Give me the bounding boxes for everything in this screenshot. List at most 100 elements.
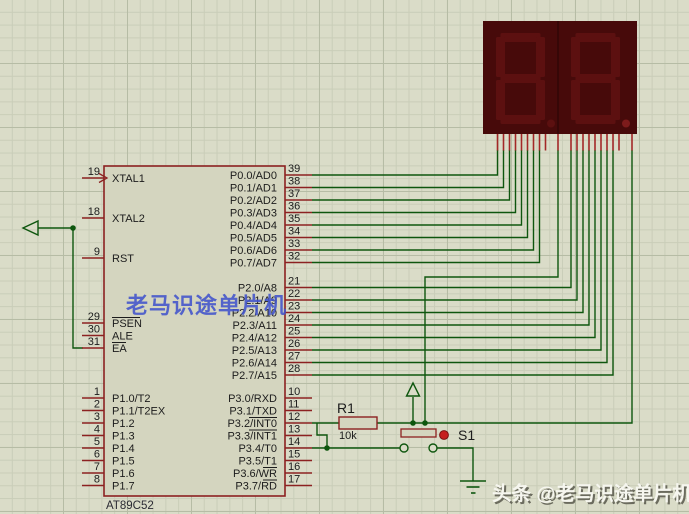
button-terminal-left[interactable] bbox=[399, 443, 409, 453]
pin-label-25: P2.4/A12 bbox=[232, 333, 277, 345]
pin-label-28: P2.7/A15 bbox=[232, 370, 277, 382]
push-button-s1[interactable]: S1 bbox=[399, 427, 475, 453]
mcu-part-number: AT89C52 bbox=[106, 500, 154, 512]
wire-8[interactable] bbox=[312, 150, 572, 289]
pin-label-38: P0.1/AD1 bbox=[230, 183, 277, 195]
pin-number-35: 35 bbox=[288, 213, 300, 225]
digit2-segment bbox=[571, 80, 580, 120]
pin-number-14: 14 bbox=[288, 436, 300, 448]
wire-11[interactable] bbox=[312, 150, 590, 326]
seven-segment-display[interactable] bbox=[483, 21, 637, 151]
wire-1[interactable] bbox=[312, 150, 505, 189]
pin-number-23: 23 bbox=[288, 301, 300, 313]
digit2-segment bbox=[575, 115, 616, 124]
wire-10[interactable] bbox=[312, 150, 584, 314]
pin-number-13: 13 bbox=[288, 424, 300, 436]
wire-3[interactable] bbox=[312, 150, 517, 214]
pin-label-39: P0.0/AD0 bbox=[230, 170, 277, 182]
digit1-decimal-point bbox=[547, 119, 555, 128]
wire-12[interactable] bbox=[312, 150, 596, 339]
pin-label-22: P2.1/A9 bbox=[238, 295, 277, 307]
pin-number-5: 5 bbox=[94, 436, 100, 448]
wire-18[interactable] bbox=[316, 423, 328, 448]
pin-number-17: 17 bbox=[288, 474, 300, 486]
pin-number-19: 19 bbox=[88, 166, 100, 178]
pin-number-24: 24 bbox=[288, 313, 300, 325]
wire-16[interactable] bbox=[38, 227, 83, 349]
wire-9[interactable] bbox=[312, 150, 578, 301]
pin-label-6: P1.5 bbox=[112, 456, 135, 468]
wire-2[interactable] bbox=[312, 150, 511, 201]
display-segments bbox=[496, 33, 630, 128]
pin-label-30: ALE bbox=[112, 331, 133, 343]
power-terminal-icon[interactable] bbox=[405, 381, 421, 397]
wire-13[interactable] bbox=[312, 150, 602, 351]
resistor-body[interactable] bbox=[338, 416, 378, 430]
pin-label-13: P3.3/INT1 bbox=[227, 431, 277, 443]
pin-number-22: 22 bbox=[288, 288, 300, 300]
junction-dot bbox=[70, 225, 76, 231]
wire-0[interactable] bbox=[312, 150, 499, 176]
wire-20[interactable] bbox=[437, 447, 474, 481]
button-plate[interactable] bbox=[400, 428, 437, 438]
resistor-r1[interactable]: R1 10k bbox=[337, 400, 378, 442]
pin-8: 8P1.7 bbox=[82, 474, 135, 493]
wire-7[interactable] bbox=[312, 150, 541, 264]
pin-label-14: P3.4/T0 bbox=[238, 443, 277, 455]
wire-6[interactable] bbox=[312, 150, 535, 251]
digit1-segment bbox=[536, 37, 545, 77]
pin-label-2: P1.1/T2EX bbox=[112, 406, 166, 418]
wire-21[interactable] bbox=[377, 150, 633, 424]
button-actuator-dot[interactable] bbox=[439, 430, 449, 440]
pin-number-26: 26 bbox=[288, 338, 300, 350]
ea-terminal-icon[interactable] bbox=[21, 219, 39, 237]
pin-number-12: 12 bbox=[288, 411, 300, 423]
pin-number-7: 7 bbox=[94, 461, 100, 473]
wire-14[interactable] bbox=[312, 150, 608, 364]
pin-label-31: EA bbox=[112, 343, 127, 355]
digit1-segment bbox=[500, 33, 541, 42]
pin-6: 6P1.5 bbox=[82, 449, 135, 468]
pins-layer: 19XTAL118XTAL29RST29PSEN30ALE31EA1P1.0/T… bbox=[82, 163, 312, 493]
pin-number-8: 8 bbox=[94, 474, 100, 486]
pin-number-28: 28 bbox=[288, 363, 300, 375]
pin-label-35: P0.4/AD4 bbox=[230, 220, 277, 232]
pin-label-24: P2.3/A11 bbox=[233, 320, 277, 332]
display-pins bbox=[496, 134, 633, 151]
digit1-segment bbox=[536, 80, 545, 120]
ground-symbol-icon[interactable] bbox=[460, 480, 486, 494]
mcu-body[interactable] bbox=[103, 165, 286, 497]
footer-watermark-shadow: 头条 @老马识途单片机 bbox=[494, 484, 689, 507]
digit1-segment bbox=[496, 80, 505, 120]
button-terminal-right[interactable] bbox=[428, 443, 438, 453]
pin-label-7: P1.6 bbox=[112, 468, 135, 480]
wire-23[interactable] bbox=[424, 150, 559, 423]
pin-label-3: P1.2 bbox=[112, 418, 135, 430]
pin-label-11: P3.1/TXD bbox=[229, 406, 277, 418]
mcu-at89c52[interactable]: AT89C52 bbox=[103, 165, 286, 512]
wire-15[interactable] bbox=[312, 150, 614, 376]
pin-3: 3P1.2 bbox=[82, 411, 135, 430]
pin-5: 5P1.4 bbox=[82, 436, 135, 455]
pin-number-36: 36 bbox=[288, 201, 300, 213]
wire-4[interactable] bbox=[312, 150, 523, 226]
pin-label-18: XTAL2 bbox=[112, 213, 145, 225]
wire-5[interactable] bbox=[312, 150, 529, 239]
junction-dot bbox=[410, 420, 416, 426]
